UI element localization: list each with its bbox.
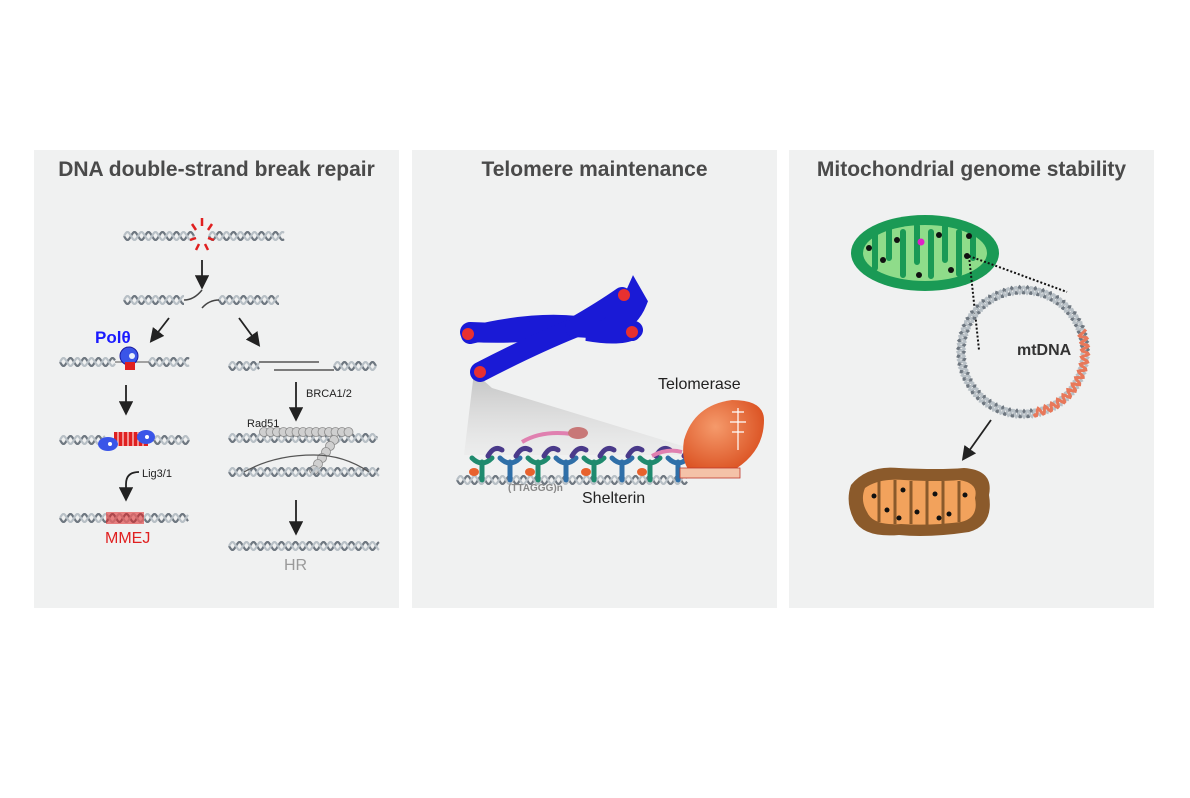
chromosome-icon xyxy=(460,275,648,382)
microhomology-pairing xyxy=(98,430,155,451)
dna-double-helix xyxy=(218,295,279,305)
rad51-label: Rad51 xyxy=(247,418,280,430)
dsb-repair-diagram xyxy=(59,218,380,551)
shelterin-label: Shelterin xyxy=(582,490,646,507)
dna-double-helix xyxy=(228,361,260,371)
dna-double-helix xyxy=(153,435,190,445)
damaged-mitochondrion-icon xyxy=(848,467,990,536)
panel-title: Telomere maintenance xyxy=(481,158,708,181)
arrow xyxy=(118,471,140,502)
arrow xyxy=(238,317,261,347)
healthy-mitochondrion-icon xyxy=(851,215,999,291)
telomerase-enzyme xyxy=(679,400,764,479)
dna-double-helix xyxy=(59,435,106,445)
hr-label: HR xyxy=(284,557,308,574)
telomerase-label: Telomerase xyxy=(658,376,741,393)
shelterin-complex xyxy=(469,427,701,483)
mtdna-label: mtDNA xyxy=(1017,342,1072,359)
rad51-filament xyxy=(259,427,354,475)
dna-double-helix xyxy=(123,295,184,305)
brca-label: BRCA1/2 xyxy=(306,388,352,400)
dna-double-helix xyxy=(59,357,116,367)
panel-mitochondria: Mitochondrial genome stability xyxy=(789,150,1154,608)
poltheta-protein xyxy=(119,346,139,370)
lig-label: Lig3/1 xyxy=(142,468,172,480)
break-burst-icon xyxy=(189,218,215,251)
panel-dsb-repair: DNA double-strand break repair xyxy=(34,150,399,608)
arrow xyxy=(149,317,170,343)
zoom-line xyxy=(968,255,1068,293)
panel-telomere: Telomere maintenance xyxy=(412,150,777,608)
dna-double-helix xyxy=(333,361,377,371)
dna-double-helix xyxy=(228,467,380,477)
telomere-diagram xyxy=(456,275,764,485)
dna-double-helix xyxy=(228,541,380,551)
repeat-label: (TTAGGG)n xyxy=(508,483,563,494)
mtdna-circle xyxy=(955,284,1091,420)
dna-double-helix xyxy=(148,357,190,367)
zoom-cone xyxy=(464,372,712,455)
mitochondria-diagram xyxy=(848,215,1091,536)
panel-title: Mitochondrial genome stability xyxy=(816,158,1127,181)
dna-double-helix xyxy=(123,231,195,241)
poltheta-label: Polθ xyxy=(95,328,131,347)
arrow xyxy=(961,419,992,461)
dna-double-helix xyxy=(208,231,285,241)
mmej-label: MMEJ xyxy=(105,530,151,547)
panel-title: DNA double-strand break repair xyxy=(58,158,375,181)
